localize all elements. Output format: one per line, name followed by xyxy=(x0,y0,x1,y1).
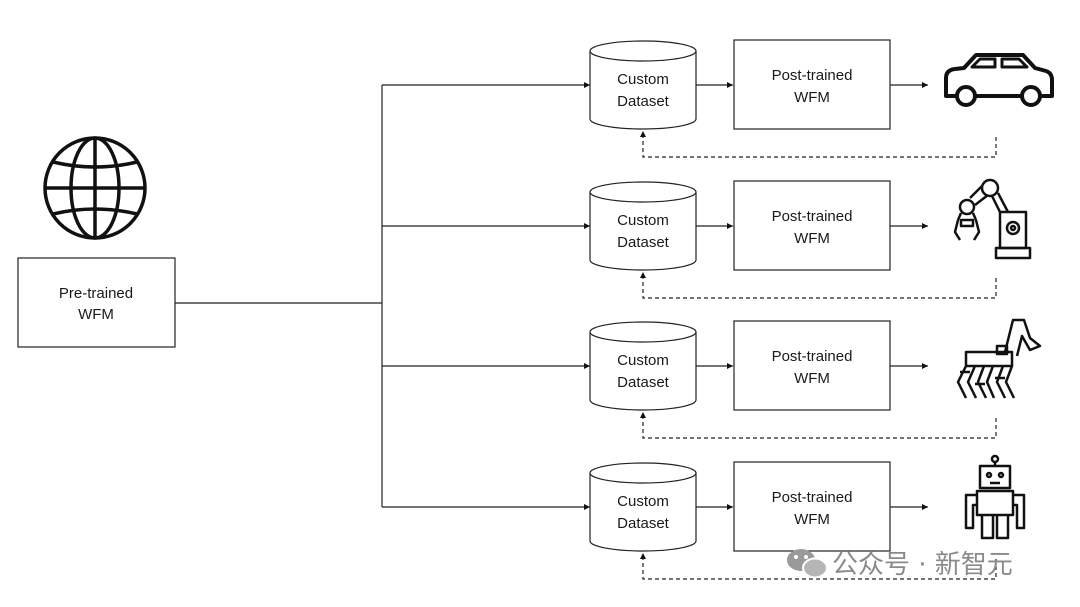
feedback-dashed-arrow xyxy=(640,131,997,158)
dataset-label-line1: Custom xyxy=(617,493,669,510)
model-label-line1: Post-trained xyxy=(772,67,853,84)
dataset-label-line1: Custom xyxy=(617,71,669,88)
model-label-line2: WFM xyxy=(794,89,830,106)
robot-arm-icon xyxy=(953,178,1032,260)
dataset-label-line2: Dataset xyxy=(617,515,670,532)
dataset-label-line2: Dataset xyxy=(617,374,670,391)
model-label-line1: Post-trained xyxy=(772,348,853,365)
dataset-label-line1: Custom xyxy=(617,352,669,369)
model-label-line1: Post-trained xyxy=(772,489,853,506)
pretrained-wfm-box: Pre-trained WFM xyxy=(17,257,176,348)
model-label-line2: WFM xyxy=(794,230,830,247)
model-label-line1: Post-trained xyxy=(772,208,853,225)
watermark-text: 公众号 · 新智元 xyxy=(832,550,1013,580)
pretrained-label-line2: WFM xyxy=(78,306,114,323)
dataset-label-line2: Dataset xyxy=(617,93,670,110)
wechat-icon xyxy=(787,549,828,579)
model-label-line2: WFM xyxy=(794,511,830,528)
model-label-line2: WFM xyxy=(794,370,830,387)
dataset-label-line1: Custom xyxy=(617,212,669,229)
feedback-dashed-arrow xyxy=(640,412,997,439)
branches: CustomDatasetPost-trainedWFMCustomDatase… xyxy=(382,39,997,580)
feedback-dashed-arrow xyxy=(640,272,997,299)
watermark: 公众号 · 新智元 xyxy=(787,549,1013,580)
car-icon xyxy=(944,53,1054,107)
quadruped-robot-icon xyxy=(956,318,1042,399)
pretrained-label-line1: Pre-trained xyxy=(59,285,133,302)
globe-icon xyxy=(43,136,147,240)
feedback-dashed-arrow xyxy=(640,553,997,580)
trunk-connector xyxy=(175,85,383,507)
humanoid-robot-icon xyxy=(964,454,1026,540)
dataset-label-line2: Dataset xyxy=(617,234,670,251)
